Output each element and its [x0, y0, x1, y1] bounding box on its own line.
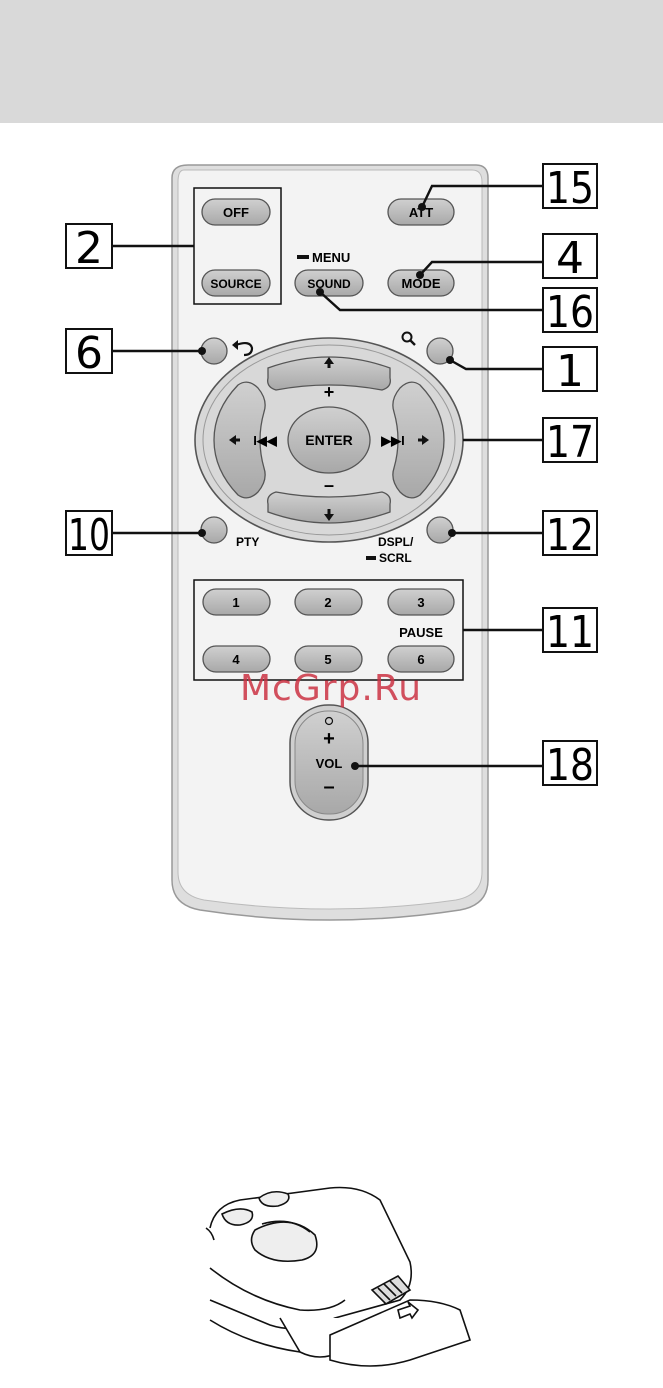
callout-16-number: 16 — [546, 287, 594, 338]
callout-2: 2 — [66, 223, 112, 274]
watermark: McGrp.Ru — [240, 668, 422, 709]
number-2-button[interactable]: 2 — [295, 589, 362, 615]
number-5-label: 5 — [324, 652, 331, 667]
callout-1-number: 1 — [556, 346, 584, 397]
scrl-hold-bar — [366, 556, 376, 560]
callout-2-number: 2 — [75, 223, 103, 274]
off-label: OFF — [223, 205, 249, 220]
vol-label: VOL — [316, 756, 343, 771]
number-1-button[interactable]: 1 — [203, 589, 270, 615]
callout-6-number: 6 — [75, 328, 103, 379]
next-track-label: ▶▶I — [380, 433, 405, 448]
vol-plus-label: + — [323, 728, 335, 750]
callout-16: 16 — [543, 287, 597, 338]
callout-1: 1 — [543, 346, 597, 397]
callout-12-number: 12 — [546, 510, 594, 561]
callout-18: 18 — [543, 740, 597, 791]
callout-10-number: 10 — [68, 510, 110, 561]
dspl-label: DSPL/ — [378, 535, 414, 549]
callout-11: 11 — [543, 607, 597, 658]
scrl-label: SCRL — [379, 551, 412, 565]
callout-10: 10 — [66, 510, 112, 561]
callout-11-number: 11 — [546, 607, 594, 658]
enter-label: ENTER — [305, 432, 352, 448]
sound-label: SOUND — [307, 277, 351, 291]
number-1-label: 1 — [232, 595, 239, 610]
callout-15: 15 — [543, 163, 597, 214]
number-2-label: 2 — [324, 595, 331, 610]
source-button[interactable]: SOURCE — [202, 270, 270, 296]
number-3-button[interactable]: 3 — [388, 589, 454, 615]
callout-6: 6 — [66, 328, 112, 379]
callout-4-number: 4 — [556, 233, 584, 284]
battery-insertion-illustration — [206, 1188, 470, 1367]
callout-12: 12 — [543, 510, 597, 561]
minus-label: – — [324, 475, 334, 495]
menu-label: MENU — [312, 250, 350, 265]
prev-track-label: I◀◀ — [253, 433, 278, 448]
vol-minus-label: – — [323, 776, 334, 798]
callout-4: 4 — [543, 233, 597, 284]
pause-label: PAUSE — [399, 625, 443, 640]
callout-17-number: 17 — [546, 417, 594, 468]
off-button[interactable]: OFF — [202, 199, 270, 225]
number-6-label: 6 — [417, 652, 424, 667]
enter-button[interactable]: ENTER — [288, 407, 370, 473]
pty-button[interactable] — [201, 517, 227, 543]
source-label: SOURCE — [210, 277, 261, 291]
att-button[interactable]: ATT — [388, 199, 454, 225]
sound-button[interactable]: SOUND — [295, 270, 363, 296]
callout-15-number: 15 — [546, 163, 594, 214]
number-4-label: 4 — [232, 652, 240, 667]
plus-label: + — [324, 382, 335, 402]
callout-17: 17 — [543, 417, 597, 468]
number-3-label: 3 — [417, 595, 424, 610]
dspl-scrl-button[interactable] — [427, 517, 453, 543]
callout-18-number: 18 — [546, 740, 594, 791]
pty-label: PTY — [236, 535, 259, 549]
